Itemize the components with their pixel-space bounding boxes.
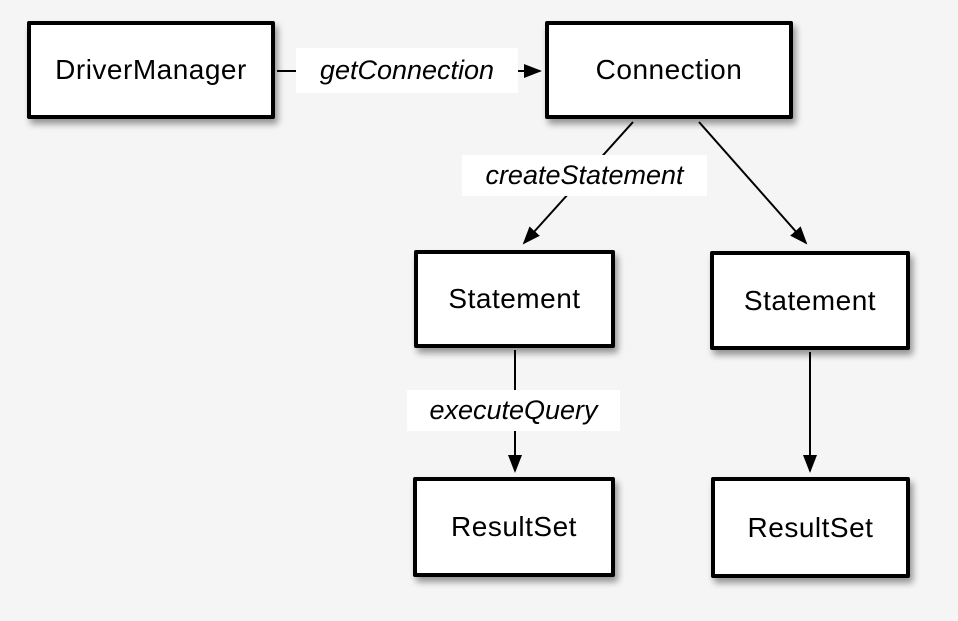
node-statement-right-label: Statement	[743, 284, 877, 316]
node-statement-left-label: Statement	[448, 283, 581, 314]
edge-label-createstatement: createStatement	[462, 155, 707, 196]
node-resultset-left-label: ResultSet	[451, 511, 577, 542]
node-statement-left: Statement	[414, 250, 615, 348]
node-driver-manager: DriverManager	[27, 21, 275, 119]
node-resultset-right-label: ResultSet	[747, 511, 874, 543]
node-driver-manager-label: DriverManager	[55, 54, 247, 85]
node-connection-label: Connection	[595, 54, 743, 85]
node-statement-right: Statement	[710, 251, 910, 350]
edge-label-executequery: executeQuery	[407, 390, 620, 431]
edge-connection-statement-right-line	[698, 121, 808, 245]
edge-label-getconnection: getConnection	[296, 48, 518, 93]
node-resultset-right: ResultSet	[711, 477, 910, 578]
node-connection: Connection	[545, 21, 793, 119]
node-resultset-left: ResultSet	[413, 477, 615, 577]
